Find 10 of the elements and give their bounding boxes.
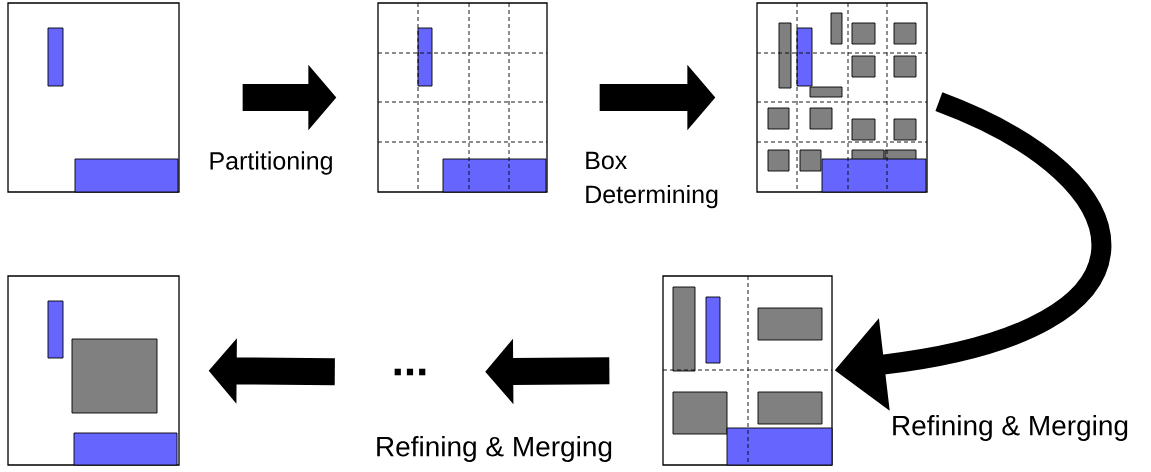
edge-label: Refining & Merging [893,414,1128,442]
layout-drawing [662,275,833,466]
layout-drawing [7,2,180,193]
layout-drawing [756,2,928,193]
layout-drawing [377,2,548,193]
edge-label: Refining & Merging [377,435,612,463]
layout-drawing [7,275,180,466]
edge-label: Box Determining [586,151,718,209]
ellipsis-text: ... [394,368,426,376]
edge-label: Partitioning [210,151,332,175]
